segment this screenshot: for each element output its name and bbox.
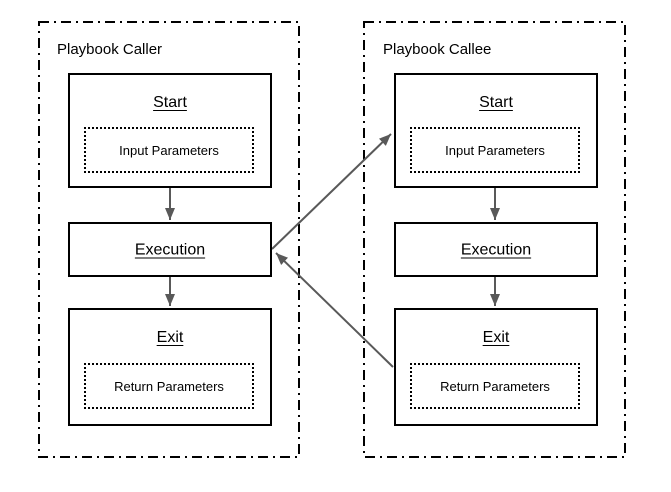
caller-container-border <box>38 21 300 458</box>
caller-execution-node: Execution <box>68 222 272 277</box>
callee-return-parameters-box: Return Parameters <box>410 363 580 409</box>
caller-return-parameters-label: Return Parameters <box>114 378 224 394</box>
callee-exit-label: Exit <box>482 329 510 346</box>
caller-exit-node: Exit Return Parameters <box>68 308 272 426</box>
caller-return-parameters-box: Return Parameters <box>84 363 254 409</box>
callee-start-node: Start Input Parameters <box>394 73 598 188</box>
caller-start-node: Start Input Parameters <box>68 73 272 188</box>
callee-container-title: Playbook Callee <box>383 41 492 58</box>
callee-input-parameters-box: Input Parameters <box>410 127 580 173</box>
caller-container-title: Playbook Caller <box>57 41 163 58</box>
callee-start-label: Start <box>479 94 513 111</box>
return-arrow-callee-exit-to-caller-execution <box>275 252 394 368</box>
caller-execution-label: Execution <box>134 241 206 258</box>
callee-container-border <box>363 21 626 458</box>
caller-start-label: Start <box>153 94 187 111</box>
caller-input-parameters-box: Input Parameters <box>84 127 254 173</box>
callee-exit-node: Exit Return Parameters <box>394 308 598 426</box>
callee-execution-label: Execution <box>460 241 532 258</box>
call-arrow-caller-execution-to-callee-start <box>271 133 392 250</box>
caller-input-parameters-label: Input Parameters <box>119 142 219 158</box>
callee-execution-node: Execution <box>394 222 598 277</box>
callee-input-parameters-label: Input Parameters <box>445 142 545 158</box>
caller-exit-label: Exit <box>156 329 184 346</box>
callee-return-parameters-label: Return Parameters <box>440 378 550 394</box>
